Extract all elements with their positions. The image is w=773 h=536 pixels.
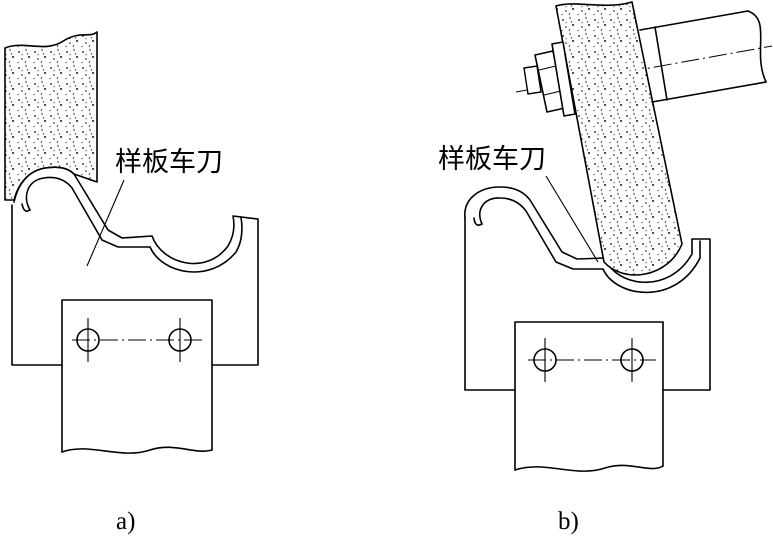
figure-a: 样板车刀 a): [4, 31, 259, 535]
tool-label-a: 样板车刀: [115, 147, 223, 178]
grinding-wheel-a: [4, 31, 98, 201]
shaft-break-line: [747, 10, 767, 83]
shaft-flange: [654, 26, 668, 101]
shaft-bottom-edge: [651, 81, 767, 103]
tool-profile-outer-b: [464, 186, 711, 391]
tool-body-left-edge-b: [464, 217, 516, 391]
leader-line-a: [86, 179, 125, 267]
tool-profile-outer-a: [13, 166, 259, 366]
nut-face-line-lower: [543, 90, 562, 96]
template-tool-b: [464, 186, 711, 391]
tool-profile-inner-b: [479, 197, 701, 294]
shank-break-line-b: [514, 464, 664, 472]
shank-break-line-a: [61, 446, 213, 454]
tool-profile-inner-a: [25, 176, 243, 273]
tool-body-left-edge-a: [11, 204, 63, 366]
wheel-nut-b: [523, 41, 576, 117]
tool-shank-b: [514, 321, 664, 472]
template-tool-a: [11, 166, 259, 366]
nut-face-line-upper: [538, 65, 557, 71]
hook-tip-b: [473, 217, 483, 226]
figure-b: 样板车刀 b): [438, 1, 773, 535]
caption-b: b): [558, 508, 579, 535]
grinding-wheel-b: [555, 1, 683, 276]
shank-outline-b: [514, 321, 664, 471]
tool-label-b: 样板车刀: [438, 144, 546, 175]
shank-outline-a: [61, 299, 213, 453]
leader-line-b: [545, 175, 599, 263]
washer: [551, 41, 576, 117]
shaft-top-edge: [639, 10, 749, 31]
caption-a: a): [116, 508, 135, 535]
bolt-end: [523, 65, 542, 95]
hook-tip-a: [21, 203, 31, 212]
tool-shank-a: [61, 299, 213, 454]
